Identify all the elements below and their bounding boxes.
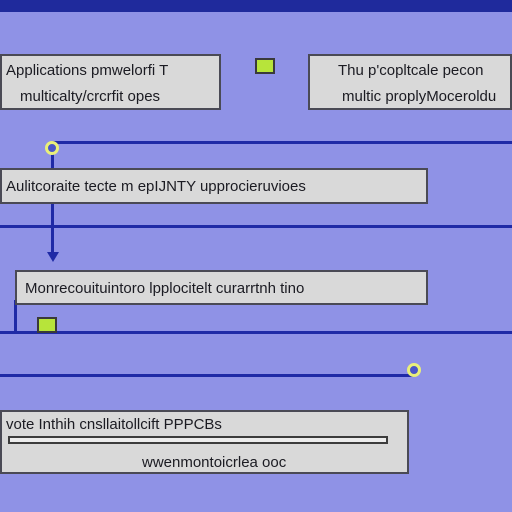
arrow-down-icon	[47, 252, 59, 262]
connector-line-3	[0, 331, 512, 334]
box-5-line-1: vote Inthih cnsllaitollcift PPPCBs	[6, 416, 222, 433]
process-box-4[interactable]: Monrecouituintoro lpplocitelt curarrtnh …	[15, 270, 428, 305]
process-box-3[interactable]: Aulitcoraite tecte m epIJNTY upprocieruv…	[0, 168, 428, 204]
connector-vertical-2	[14, 300, 17, 332]
box-4-line-1: Monrecouituintoro lpplocitelt curarrtnh …	[25, 280, 305, 297]
box-5-line-2: wwenmontoicrlea ooc	[142, 454, 287, 471]
box-2-line-1: Thu p'copltcale pecon	[338, 62, 484, 79]
progress-bar	[8, 436, 388, 444]
connector-line-2	[0, 225, 512, 228]
process-box-1[interactable]: Applications pmwelorfi T multicalty/crcr…	[0, 54, 221, 110]
connector-line-1	[52, 141, 512, 144]
box-1-line-1: Applications pmwelorfi T	[6, 62, 169, 79]
top-strip	[0, 0, 512, 12]
node-circle-right[interactable]	[407, 363, 421, 377]
node-square-top[interactable]	[255, 58, 275, 74]
connector-line-4	[0, 374, 415, 377]
node-square-middle[interactable]	[37, 317, 57, 333]
process-box-5[interactable]: vote Inthih cnsllaitollcift PPPCBs wwenm…	[0, 410, 409, 474]
node-circle-top[interactable]	[45, 141, 59, 155]
process-box-2[interactable]: Thu p'copltcale pecon multic proplyMocer…	[308, 54, 512, 110]
box-3-line-1: Aulitcoraite tecte m epIJNTY upprocieruv…	[6, 178, 306, 195]
box-1-line-2: multicalty/crcrfit opes	[20, 88, 161, 105]
box-2-line-2: multic proplyMoceroldu	[342, 88, 497, 105]
